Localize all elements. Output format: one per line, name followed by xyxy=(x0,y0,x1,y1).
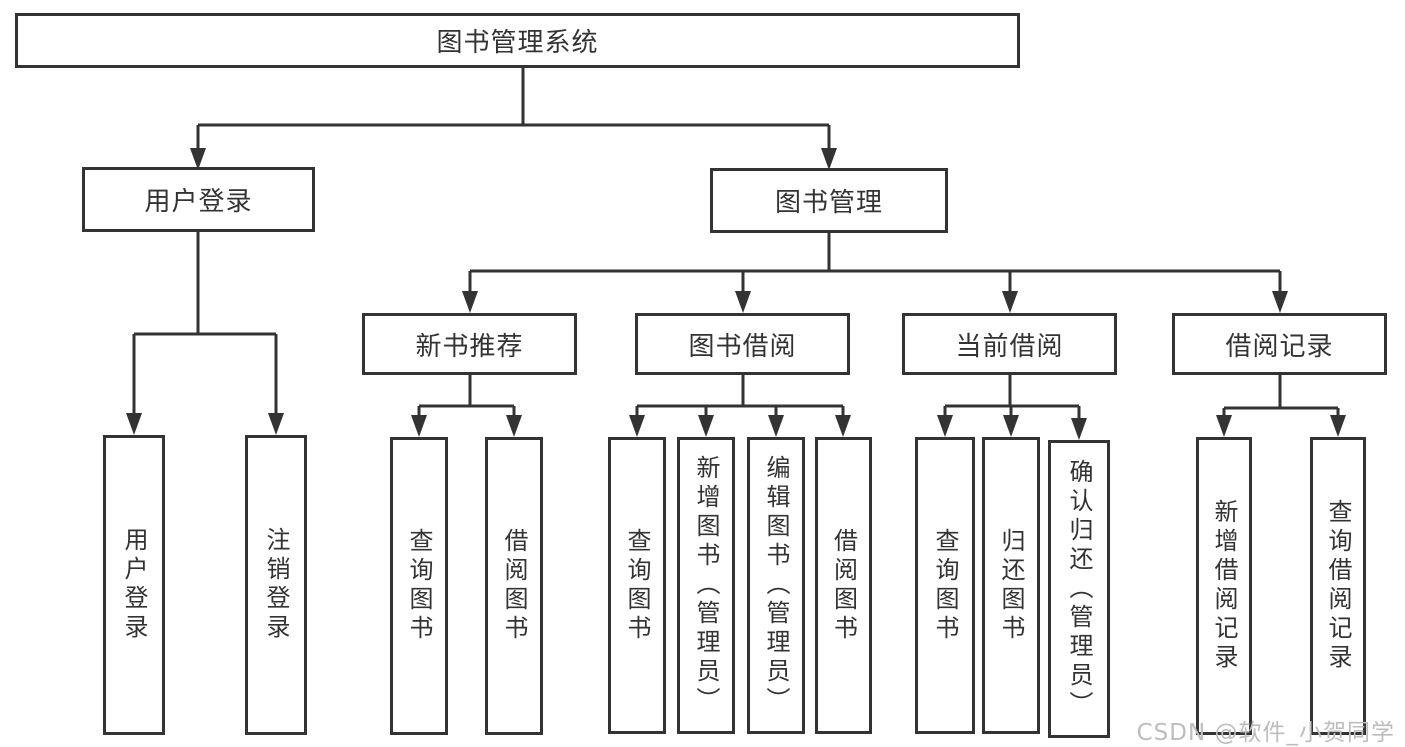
arrowhead xyxy=(462,291,478,313)
leaf-borrow-books-recommend: 借阅图书 xyxy=(485,437,543,735)
leaf-confirm-return-admin: 确认归还（管理员） xyxy=(1048,440,1110,738)
leaf-add-borrow-record: 新增借阅记录 xyxy=(1196,437,1252,735)
arrowhead xyxy=(268,413,284,435)
leaf-add-book-admin: 新增图书（管理员） xyxy=(677,437,735,734)
arrowhead xyxy=(937,415,953,437)
arrowhead xyxy=(126,413,142,435)
arrowhead xyxy=(1002,291,1018,313)
node-new-book-recommendation: 新书推荐 xyxy=(362,313,577,375)
arrowhead xyxy=(629,415,645,437)
connector-root-to-level2 xyxy=(190,68,837,170)
arrowhead xyxy=(821,148,837,170)
leaf-borrow-books: 借阅图书 xyxy=(815,437,872,734)
arrowhead xyxy=(1330,415,1346,437)
arrowhead xyxy=(506,415,522,437)
connector-new-book-recommendation-to-leaves xyxy=(411,375,522,437)
node-current-borrowing: 当前借阅 xyxy=(902,313,1117,375)
arrowhead xyxy=(698,415,714,437)
node-book-borrowing: 图书借阅 xyxy=(635,313,850,375)
connector-user-login-to-leaves xyxy=(126,232,284,435)
leaf-query-books-current: 查询图书 xyxy=(915,437,975,734)
arrowhead xyxy=(1216,415,1232,437)
leaf-user-login: 用户登录 xyxy=(103,435,165,735)
connector-book-management-to-level3 xyxy=(462,233,1288,313)
connector-borrowing-records-to-leaves xyxy=(1216,375,1346,437)
leaf-edit-book-admin: 编辑图书（管理员） xyxy=(747,437,805,734)
leaf-query-books-recommend: 查询图书 xyxy=(390,437,448,735)
connector-book-borrowing-to-leaves xyxy=(629,375,851,437)
arrowhead xyxy=(735,291,751,313)
node-book-management: 图书管理 xyxy=(710,168,948,233)
arrowhead xyxy=(1003,415,1019,437)
connector-current-borrowing-to-leaves xyxy=(937,375,1087,440)
watermark: CSDN @软件_小贺同学 xyxy=(1136,720,1395,746)
leaf-query-books-borrowing: 查询图书 xyxy=(608,437,666,734)
arrowhead xyxy=(835,415,851,437)
arrowhead xyxy=(768,415,784,437)
leaf-query-borrow-record: 查询借阅记录 xyxy=(1310,437,1366,735)
node-library-management-system: 图书管理系统 xyxy=(15,13,1020,68)
arrowhead xyxy=(411,415,427,437)
node-user-login: 用户登录 xyxy=(82,167,315,232)
node-borrowing-records: 借阅记录 xyxy=(1172,313,1387,375)
arrowhead xyxy=(1272,291,1288,313)
arrowhead xyxy=(1071,418,1087,440)
leaf-return-books: 归还图书 xyxy=(982,437,1040,734)
leaf-logout: 注销登录 xyxy=(245,435,307,735)
